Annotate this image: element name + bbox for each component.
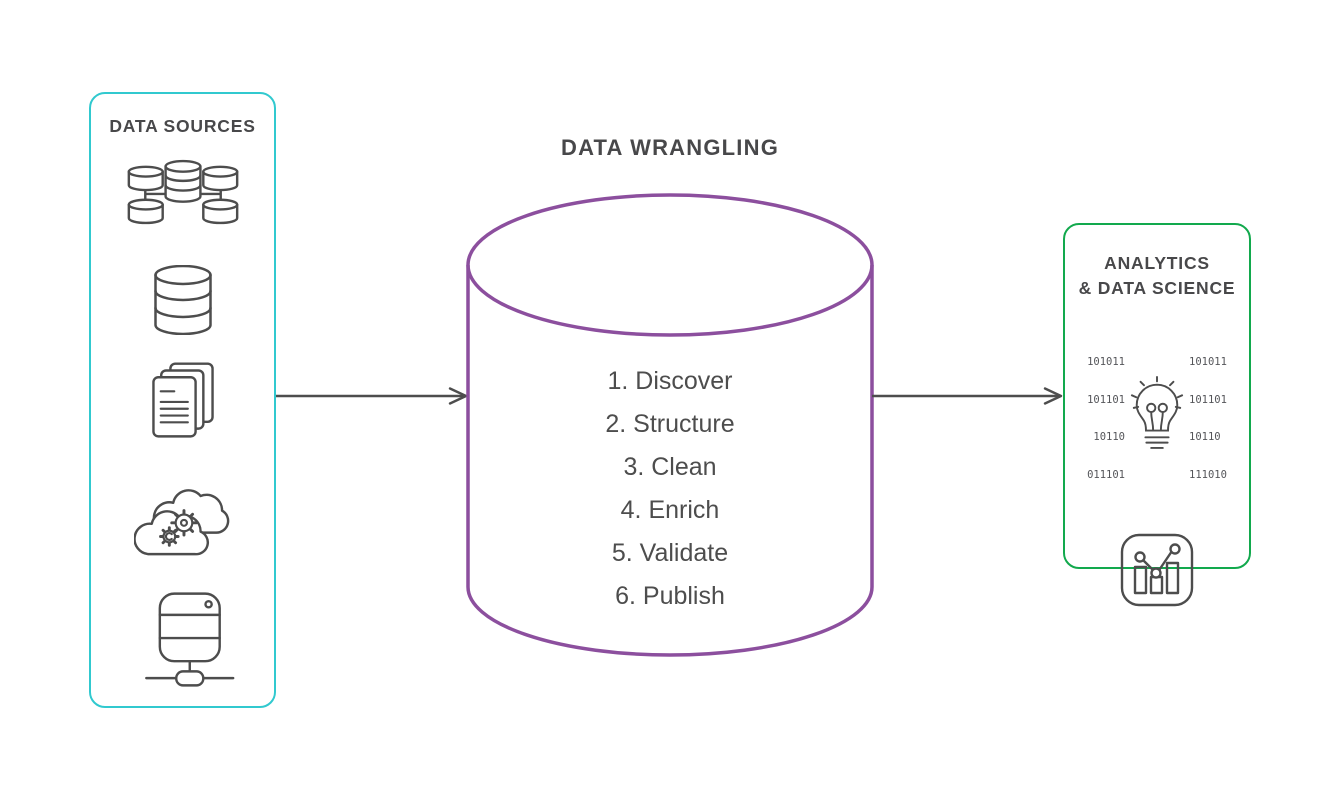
wrangling-step: 5. Validate [611, 539, 729, 567]
analytics-title: ANALYTICS & DATA SCIENCE [1079, 251, 1236, 301]
networked-server-icon [144, 592, 234, 687]
binary-line: 101101 [1189, 393, 1227, 406]
binary-line: 10110 [1093, 431, 1125, 443]
chart-icon-wrap [1119, 532, 1195, 608]
analytics-title-line2: & DATA SCIENCE [1078, 278, 1236, 298]
wrangling-step: 2. Structure [605, 410, 735, 438]
binary-line: 101011 [1189, 356, 1227, 368]
lightbulb-icon [1130, 376, 1184, 449]
wrangling-cylinder [466, 193, 874, 657]
binary-lightbulb-icon: 101011 101101 10110 011101 101011 101101… [1074, 331, 1239, 506]
binary-code-left: 101011 101101 10110 011101 [1074, 331, 1125, 506]
arrow-sources-to-wrangling [276, 387, 468, 405]
data-sources-title: DATA SOURCES [109, 116, 256, 136]
wrangling-step: 3. Clean [623, 453, 717, 481]
binary-code-right: 101011 101101 10110 111010 [1189, 331, 1240, 506]
binary-line: 101101 [1087, 393, 1125, 406]
networked-databases-icon [127, 159, 238, 225]
documents-icon [151, 362, 214, 438]
binary-line: 111010 [1189, 468, 1227, 481]
data-sources-panel: DATA SOURCES [89, 92, 276, 708]
binary-line: 011101 [1087, 468, 1125, 481]
wrangling-step: 4. Enrich [620, 496, 720, 524]
database-icon [153, 265, 212, 335]
bar-line-chart-icon [1120, 533, 1194, 607]
analytics-title-line1: ANALYTICS [1104, 253, 1210, 273]
wrangling-step: 1. Discover [607, 367, 733, 395]
arrow-wrangling-to-analytics [872, 387, 1063, 405]
wrangling-steps-list: 1. Discover 2. Structure 3. Clean 4. Enr… [462, 360, 878, 618]
analytics-panel: ANALYTICS & DATA SCIENCE 101011 101101 1… [1063, 223, 1251, 607]
wrangling-step: 6. Publish [615, 582, 725, 610]
binary-line: 101011 [1087, 356, 1125, 368]
cloud-processing-icon [133, 489, 229, 556]
data-wrangling-title: DATA WRANGLING [560, 135, 780, 160]
binary-line: 10110 [1189, 431, 1221, 443]
